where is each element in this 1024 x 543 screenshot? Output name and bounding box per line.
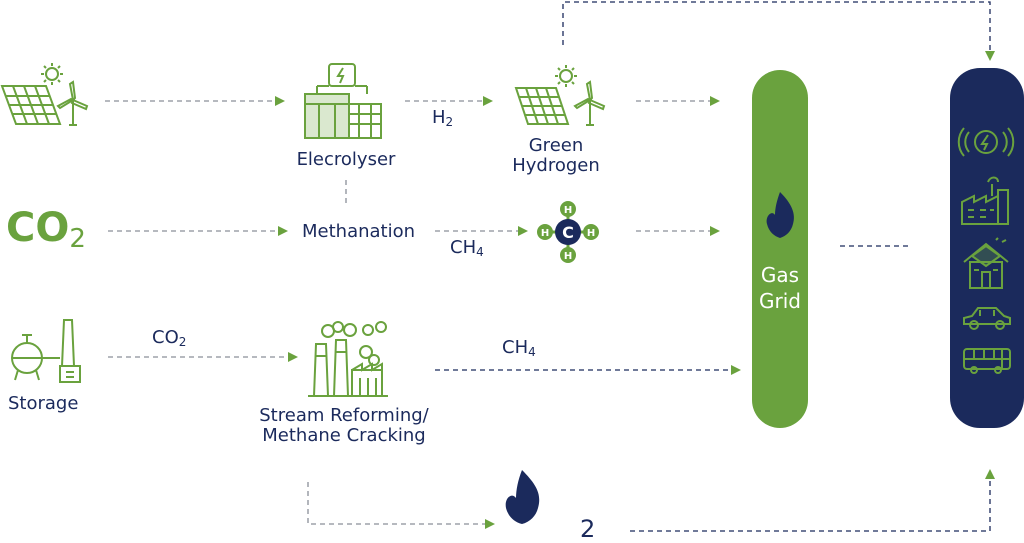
methanation-label: Methanation (302, 221, 416, 242)
connectors (105, 1, 995, 532)
car-icon (963, 307, 1011, 330)
arrow-bottom-to-consumers (630, 469, 995, 532)
factory-icon (961, 176, 1009, 225)
electrolyser-label: Elecrolyser (296, 149, 396, 170)
arrow-top-to-consumers (562, 1, 995, 61)
bottom-label: 2 (580, 515, 596, 543)
lightning-icon (957, 127, 1015, 157)
electrolyser-icon (304, 63, 382, 139)
sun-icon (41, 63, 63, 85)
co2-source-label: CO2 (6, 205, 86, 254)
house-icon (963, 237, 1009, 289)
consumers-pill (950, 68, 1024, 428)
hydrogen-atom-bottom (560, 247, 576, 263)
ch4-upper-flow-label: CH4 (450, 237, 484, 260)
hydrogen-label-left: H (541, 228, 549, 239)
storage-tank-icon (11, 334, 60, 381)
methane-molecule: C H H H H (537, 201, 599, 263)
storage-label: Storage (8, 393, 79, 414)
hydrogen-atom-right (583, 224, 599, 240)
gas-grid-pill (752, 70, 808, 428)
ch4-lower-flow-label: CH4 (502, 337, 536, 360)
sun-icon (555, 65, 577, 87)
carbon-atom (555, 219, 581, 245)
hydrogen-atom-top (560, 201, 576, 217)
bus-icon (963, 348, 1011, 374)
chimney-icon (59, 319, 81, 383)
arrow-reforming-to-bottom (307, 482, 495, 529)
hydrogen-label-right: H (587, 228, 595, 239)
factory-icon (308, 321, 388, 397)
hydrogen-label-bottom: H (564, 251, 572, 262)
solar-panel-icon (514, 87, 570, 125)
wind-turbine-icon (56, 80, 89, 126)
reforming-label: Stream Reforming/Methane Cracking (259, 405, 429, 446)
wind-turbine-icon (573, 80, 606, 126)
hydrogen-label-top: H (564, 205, 572, 216)
hydrogen-atom-left (537, 224, 553, 240)
co2-storage-flow-label: CO2 (152, 327, 187, 350)
flame-icon (505, 470, 540, 524)
flame-icon (766, 192, 794, 238)
carbon-label: C (562, 223, 574, 242)
h2-flow-label: H2 (432, 107, 454, 130)
solar-panel-icon (0, 85, 62, 125)
